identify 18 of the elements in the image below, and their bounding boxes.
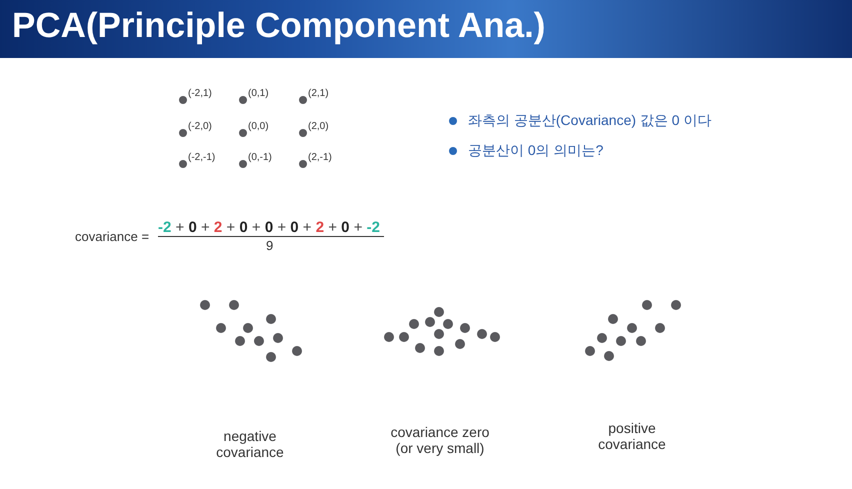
point-label: (-2,0) <box>188 121 212 132</box>
point-label: (2,0) <box>308 121 329 132</box>
plot-caption: covariance zero (or very small) <box>390 424 490 456</box>
point-label: (-2,1) <box>188 88 212 99</box>
bullet-item: 좌측의 공분산(Covariance) 값은 0 이다 <box>468 112 712 130</box>
plot-caption: negative covariance <box>215 428 285 460</box>
formula-denominator: 9 <box>266 238 274 253</box>
formula-label: covariance = <box>75 229 150 244</box>
slide-title: PCA(Principle Component Ana.) <box>12 6 546 46</box>
point-label: (2,1) <box>308 88 329 99</box>
point-label: (-2,-1) <box>188 152 216 163</box>
point-label: (0,1) <box>248 88 269 99</box>
bullet-item: 공분산이 0의 의미는? <box>468 142 604 160</box>
plot-caption: positive covariance <box>597 420 667 452</box>
point-label: (0,-1) <box>248 152 272 163</box>
point-label: (0,0) <box>248 121 269 132</box>
point-label: (2,-1) <box>308 152 332 163</box>
formula-numerator: -2 + 0 + 2 + 0 + 0 + 0 + 2 + 0 + -2 <box>158 219 384 237</box>
